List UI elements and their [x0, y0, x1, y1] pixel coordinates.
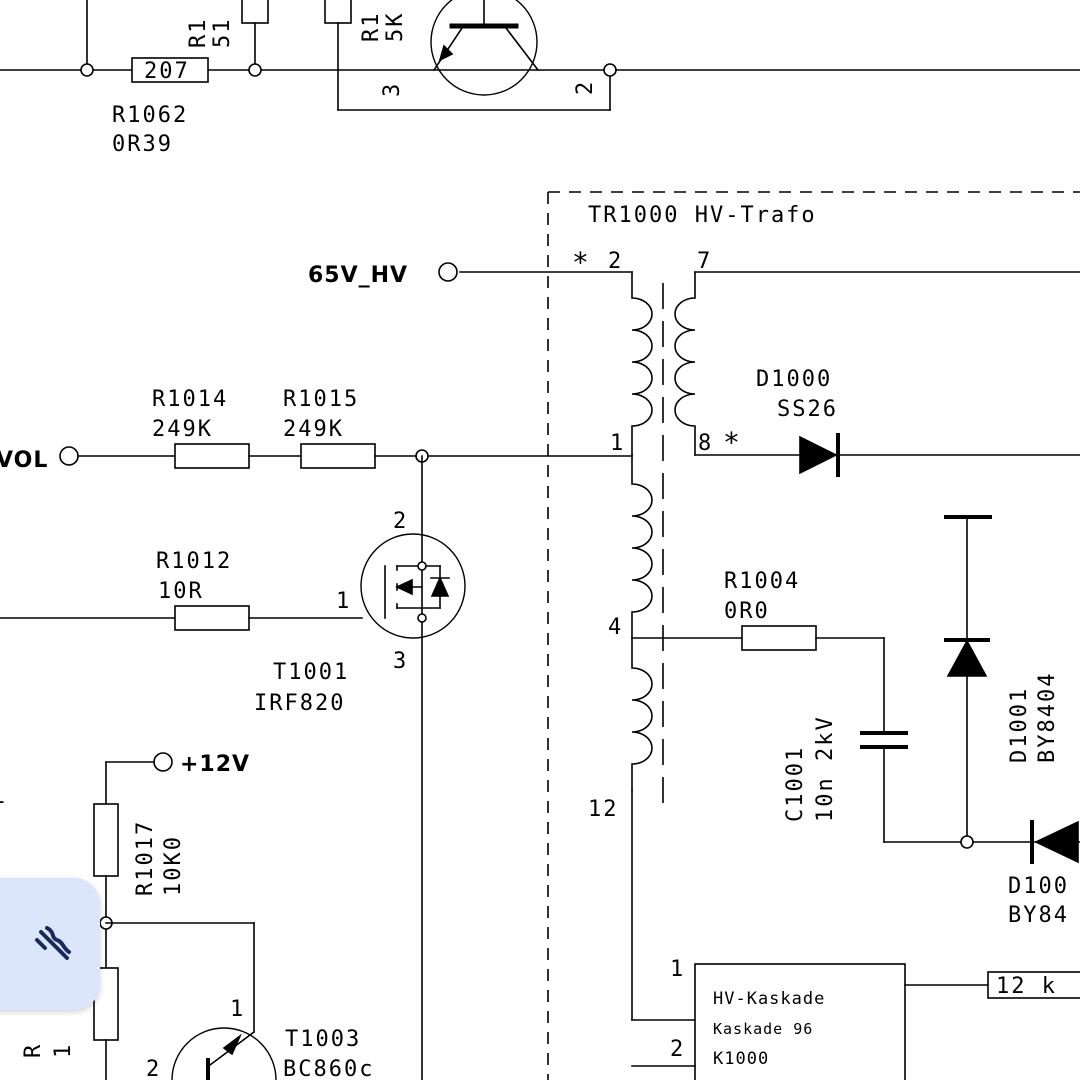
t1003-name: T1003 [285, 1027, 361, 1052]
r1012-name: R1012 [156, 549, 232, 574]
t1001-pin3: 3 [393, 649, 408, 674]
r-top-mid-name: R15K [359, 12, 408, 43]
junction [80, 63, 94, 77]
r1017-name: R1017 [133, 820, 158, 896]
r-top-left-name: R151 [186, 18, 235, 49]
junction [960, 835, 974, 849]
r1004-name: R1004 [724, 569, 800, 594]
transformer-title: TR1000 HV-Trafo [588, 203, 817, 228]
r1062-name-text: R1062 [112, 103, 188, 128]
dot-mark-pin2: * [572, 246, 591, 279]
kaskade-out-label: 12 k [996, 974, 1057, 999]
t1001-pin1: 1 [336, 589, 351, 614]
t1003-value: BC860c [283, 1057, 374, 1080]
t1001-mosfet: 2 1 3 T1001 IRF820 [254, 455, 466, 1080]
net-vol: VOL [0, 448, 48, 473]
r1015-value: 249K [283, 417, 344, 442]
r1017-value: 10K0 [161, 835, 186, 896]
d100x-value: BY84 [1008, 903, 1069, 928]
r1015-resistor [300, 443, 376, 469]
output-resistor [987, 971, 1080, 999]
r1014-name: R1014 [152, 387, 228, 412]
transformer-pin7: 7 [697, 249, 712, 274]
r1015-name: R1015 [283, 387, 359, 412]
d1000-value: SS26 [777, 397, 838, 422]
r1062-box-label: 207 [144, 59, 190, 84]
r1012-resistor [174, 605, 250, 631]
d1000-name: D1000 [756, 367, 832, 392]
kaskade-pin2: 2 [670, 1037, 685, 1062]
r1012-value: 10R [158, 579, 204, 604]
t1003-pin2: 2 [146, 1057, 161, 1080]
hv-kaskade-block [694, 963, 906, 1080]
d1001-diode [946, 639, 988, 677]
d100x-diode [1034, 820, 1079, 864]
t1003-pin1: 1 [230, 997, 245, 1022]
r1014-resistor [174, 443, 250, 469]
r1062-value: 0R39 [112, 132, 173, 157]
floating-tools-button[interactable] [0, 878, 100, 1010]
net-65v-hv: 65V_HV [308, 263, 408, 288]
transformer-tr1000: TR1000 HV-Trafo * 2 7 8 * 1 4 12 D1000 S… [459, 191, 1080, 1080]
c1001-name: C1001 [783, 746, 808, 822]
t1001-name: T1001 [273, 660, 349, 685]
input-network: 65V_HV VOL R1014 249K R1015 249K R1012 1… [0, 262, 633, 1080]
r1014-value: 249K [152, 417, 213, 442]
kaskade-line2: Kaskade 96 [713, 1020, 813, 1038]
terminal-12v [153, 752, 173, 772]
r1004-resistor [741, 625, 817, 651]
q-top-pin2: 2 [573, 80, 598, 95]
d1000-diode [799, 435, 838, 475]
r-lower-partial-value: 1 [51, 1043, 76, 1058]
kaskade-pin1: 1 [670, 957, 685, 982]
transformer-pin8: 8 [698, 431, 713, 456]
edge-mark: - [0, 789, 9, 814]
kaskade-line1: HV-Kaskade [713, 989, 825, 1009]
terminal-vol [59, 446, 79, 466]
junction [603, 63, 617, 77]
net-12v: +12V [180, 752, 250, 777]
transformer-pin2: 2 [608, 249, 623, 274]
r1004-value: 0R0 [724, 599, 770, 624]
top-section: 207 R1062 0R39 R151 R15K 3 2 [0, 0, 1080, 157]
t1001-value: IRF820 [254, 691, 345, 716]
r1062-resistor [131, 57, 209, 83]
c1001-value: 10n 2kV [813, 715, 838, 822]
d1001-name: D1001 [1007, 687, 1032, 763]
transformer-pin12: 12 [588, 797, 619, 822]
transformer-pin4: 4 [608, 615, 623, 640]
dot-mark-pin8: * [723, 426, 742, 459]
r1017-resistor [93, 803, 119, 877]
t1003-transistor: 1 2 T1003 BC860c [146, 997, 374, 1080]
r-lower-partial: R [21, 1043, 46, 1058]
kaskade-line3: K1000 [713, 1049, 769, 1069]
d100x-name: D100 [1008, 874, 1069, 899]
q-top-pin3: 3 [380, 82, 405, 97]
terminal-65v-hv [438, 262, 458, 282]
top-transistor: 3 2 [380, 0, 598, 97]
tools-icon [35, 926, 71, 960]
transformer-pin1: 1 [610, 431, 625, 456]
junction [248, 63, 262, 77]
d1001-value: BY8404 [1035, 672, 1060, 763]
t1001-pin2: 2 [393, 509, 408, 534]
